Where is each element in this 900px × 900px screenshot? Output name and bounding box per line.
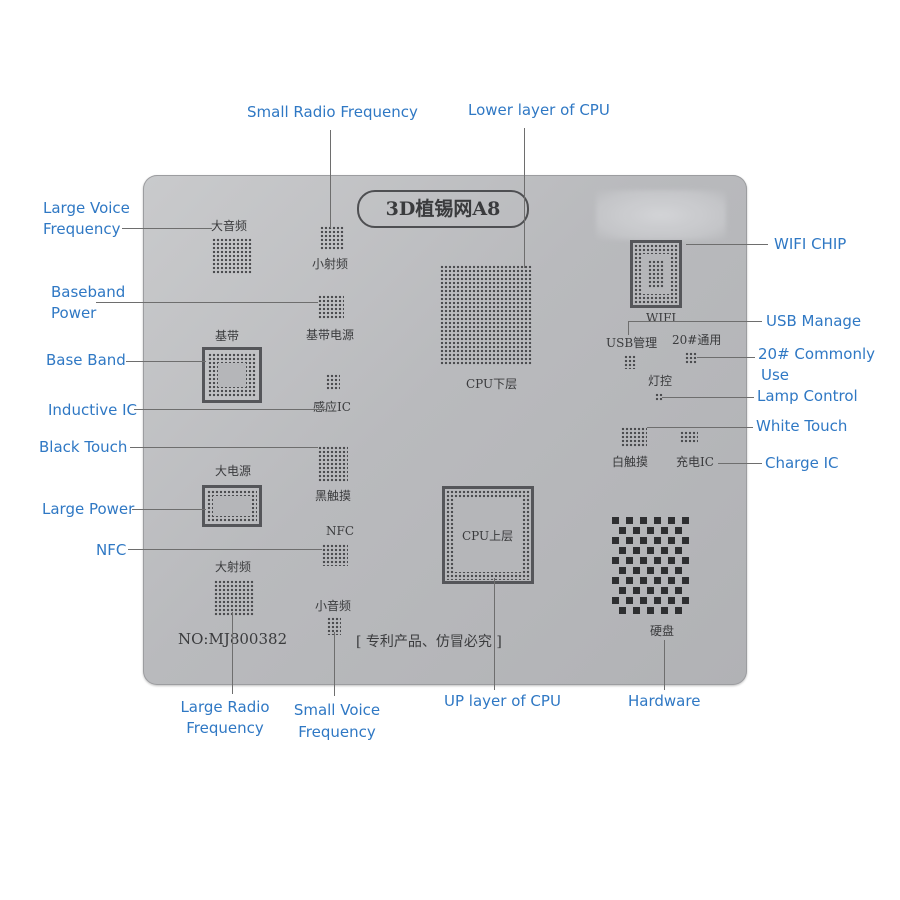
leader-small-voice bbox=[334, 632, 335, 696]
label-large-voice-line2: Frequency bbox=[43, 220, 121, 238]
label-base-band: Base Band bbox=[46, 351, 126, 369]
chip-nfc bbox=[322, 544, 348, 566]
label-lower-layer-cpu: Lower layer of CPU bbox=[468, 101, 610, 119]
mark-charge-ic: 充电IC bbox=[676, 455, 714, 469]
leader-black-touch bbox=[130, 447, 318, 448]
label-nfc: NFC bbox=[96, 541, 127, 559]
leader-base-band bbox=[126, 361, 206, 362]
leader-inductive-ic bbox=[134, 409, 326, 410]
mark-hard-disk: 硬盘 bbox=[650, 624, 675, 638]
blurred-logo bbox=[596, 190, 726, 240]
label-charge-ic: Charge IC bbox=[765, 454, 839, 472]
leader-hardware bbox=[664, 640, 665, 690]
label-large-voice-line1: Large Voice bbox=[43, 199, 130, 217]
mark-baseband-power: 基带电源 bbox=[306, 328, 355, 342]
mark-wifi: WIFI bbox=[646, 311, 677, 325]
chip-charge-ic bbox=[680, 431, 698, 443]
label-small-radio-frequency: Small Radio Frequency bbox=[247, 103, 418, 121]
mark-commonly: 20#通用 bbox=[672, 333, 722, 347]
leader-lower-cpu bbox=[524, 128, 525, 268]
label-large-radio-line2: Frequency bbox=[186, 719, 264, 737]
mark-large-voice: 大音频 bbox=[211, 219, 248, 233]
chip-baseband-frame bbox=[202, 347, 262, 403]
mark-inductive-ic: 感应IC bbox=[313, 400, 351, 414]
chip-commonly bbox=[685, 352, 697, 364]
chip-white-touch bbox=[621, 427, 647, 447]
leader-usb-manage-v bbox=[628, 321, 629, 335]
leader-large-voice bbox=[122, 228, 212, 229]
label-lamp-control: Lamp Control bbox=[757, 387, 858, 405]
chip-large-power-frame bbox=[202, 485, 262, 527]
label-white-touch: White Touch bbox=[756, 417, 848, 435]
mark-small-radio: 小射频 bbox=[312, 257, 349, 271]
mark-white-touch: 白触摸 bbox=[612, 455, 649, 469]
chip-hard-disk bbox=[612, 515, 696, 615]
label-small-voice-line2: Frequency bbox=[298, 723, 376, 741]
chip-large-radio bbox=[214, 580, 254, 616]
label-baseband-power-line1: Baseband bbox=[51, 283, 126, 301]
chip-cpu-lower bbox=[440, 265, 532, 365]
label-large-power: Large Power bbox=[42, 500, 135, 518]
leader-large-power bbox=[132, 509, 206, 510]
chip-baseband-power bbox=[318, 295, 344, 319]
chip-small-voice bbox=[327, 617, 341, 635]
label-up-layer-cpu: UP layer of CPU bbox=[444, 692, 561, 710]
chip-lamp bbox=[655, 393, 663, 401]
leader-baseband-power bbox=[96, 302, 318, 303]
chip-large-voice bbox=[212, 238, 252, 274]
mark-baseband: 基带 bbox=[215, 329, 240, 343]
leader-white-touch bbox=[647, 427, 753, 428]
leader-charge-ic bbox=[718, 463, 762, 464]
leader-wifi-chip bbox=[686, 244, 768, 245]
mark-small-voice: 小音频 bbox=[315, 599, 352, 613]
mark-usb: USB管理 bbox=[606, 336, 658, 350]
label-commonly-use-line1: 20# Commonly bbox=[758, 345, 876, 363]
mark-large-radio: 大射频 bbox=[215, 560, 252, 574]
chip-usb bbox=[624, 355, 636, 369]
mark-lamp: 灯控 bbox=[648, 374, 673, 388]
label-wifi-chip: WIFI CHIP bbox=[774, 235, 847, 253]
patent-notice: [ 专利产品、仿冒必究 ] bbox=[356, 634, 502, 650]
label-baseband-power-line2: Power bbox=[51, 304, 97, 322]
leader-commonly-use bbox=[697, 357, 755, 358]
mark-black-touch: 黑触摸 bbox=[315, 489, 352, 503]
leader-nfc bbox=[128, 549, 322, 550]
label-large-radio-line1: Large Radio bbox=[180, 698, 270, 716]
leader-small-radio bbox=[330, 130, 331, 228]
leader-usb-manage-h bbox=[628, 321, 762, 322]
mark-cpu-lower: CPU下层 bbox=[466, 377, 518, 391]
mark-large-power: 大电源 bbox=[215, 464, 252, 478]
chip-cpu-upper-center bbox=[454, 498, 522, 572]
chip-baseband-center bbox=[218, 363, 246, 387]
leader-up-cpu bbox=[494, 578, 495, 690]
label-small-voice-line1: Small Voice bbox=[293, 701, 381, 719]
label-commonly-use-line2: Use bbox=[761, 366, 790, 384]
mark-cpu-upper: CPU上层 bbox=[462, 529, 514, 543]
mark-nfc: NFC bbox=[326, 524, 355, 538]
chip-large-power-center bbox=[213, 496, 251, 516]
stencil-title: 3D植锡网A8 bbox=[357, 190, 529, 228]
chip-black-touch bbox=[318, 446, 348, 482]
label-usb-manage: USB Manage bbox=[766, 312, 862, 330]
leader-large-radio bbox=[232, 612, 233, 694]
chip-cpu-upper-frame bbox=[442, 486, 534, 584]
label-inductive-ic: Inductive IC bbox=[48, 401, 138, 419]
chip-small-radio bbox=[320, 226, 344, 250]
chip-wifi-core bbox=[648, 260, 664, 288]
label-black-touch: Black Touch bbox=[39, 438, 128, 456]
chip-wifi-frame bbox=[630, 240, 682, 308]
chip-inductive bbox=[326, 374, 340, 390]
label-hardware: Hardware bbox=[628, 692, 701, 710]
leader-lamp-control bbox=[662, 397, 754, 398]
